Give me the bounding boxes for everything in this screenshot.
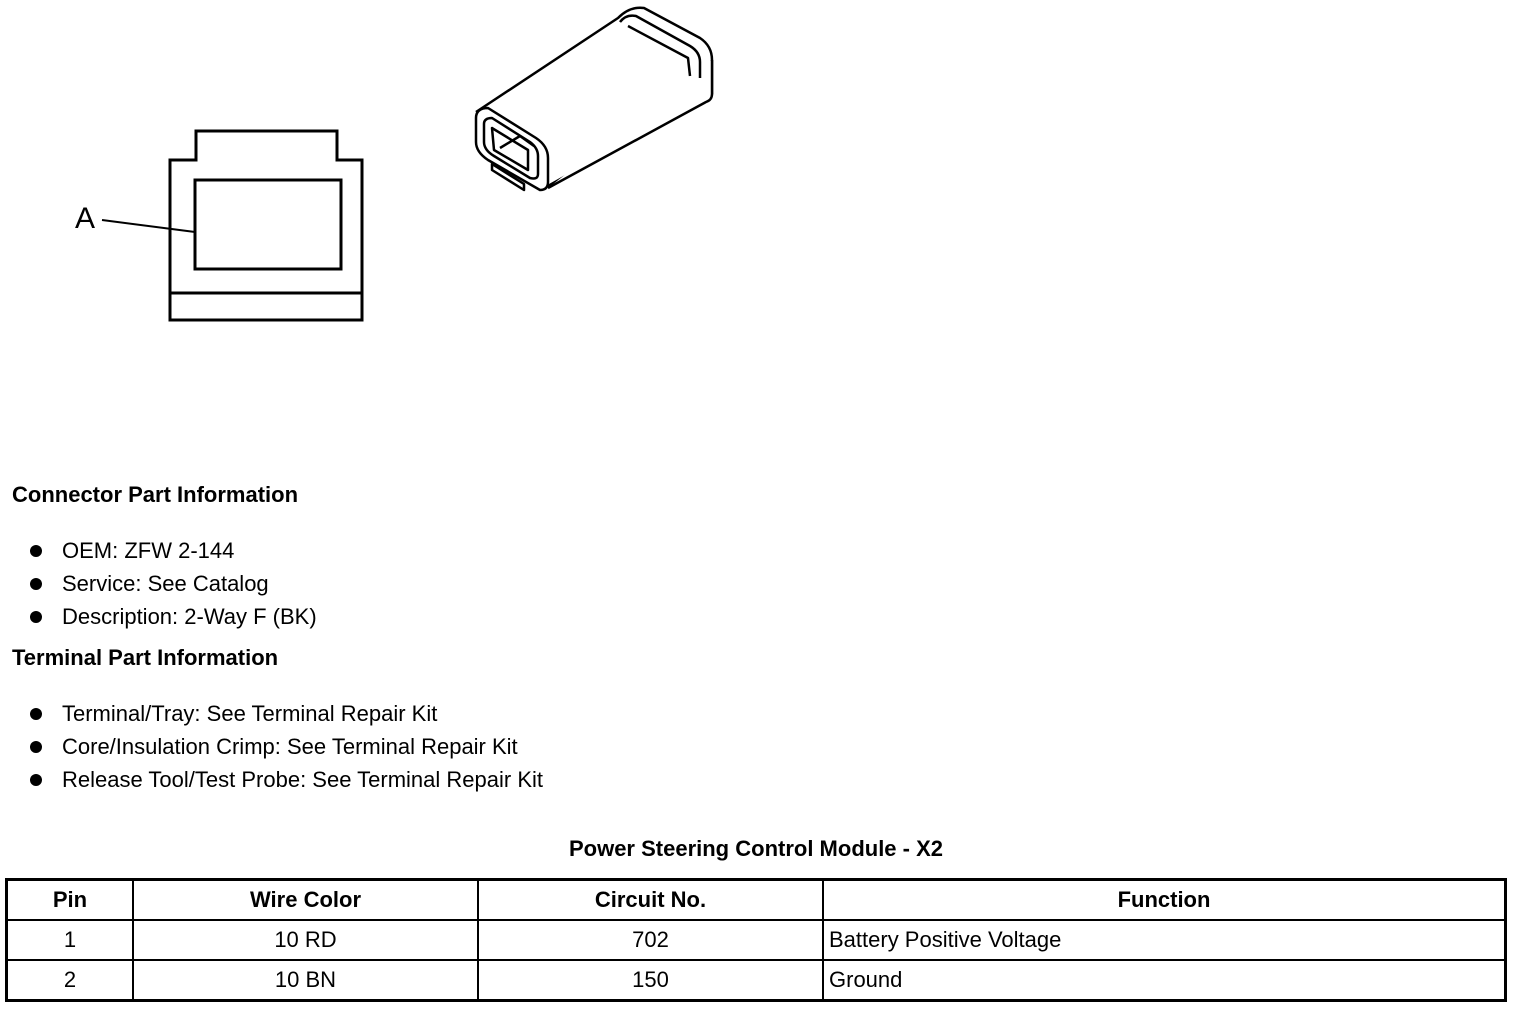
cell-pin: 2 [5, 959, 134, 1002]
callout-a: A [75, 202, 196, 235]
table-header-row: Pin Wire Color Circuit No. Function [5, 878, 1507, 921]
cell-function: Ground [822, 959, 1507, 1002]
bullet-icon [30, 741, 42, 753]
connector-face-view [168, 129, 364, 322]
bullet-icon [30, 611, 42, 623]
connector-info-list: OEM: ZFW 2-144 Service: See Catalog Desc… [0, 534, 317, 633]
connector-info-heading: Connector Part Information [12, 482, 299, 507]
cell-function: Battery Positive Voltage [822, 919, 1507, 961]
list-item-text: Terminal/Tray: See Terminal Repair Kit [62, 701, 438, 726]
connector-illustration: A [75, 6, 714, 322]
bullet-icon [30, 578, 42, 590]
table-row: 1 10 RD 702 Battery Positive Voltage [5, 919, 1507, 961]
list-item: Core/Insulation Crimp: See Terminal Repa… [0, 730, 543, 763]
pin-table: Pin Wire Color Circuit No. Function 1 10… [5, 878, 1507, 1002]
cell-pin: 1 [5, 919, 134, 961]
terminal-info-list: Terminal/Tray: See Terminal Repair Kit C… [0, 697, 543, 796]
list-item: Release Tool/Test Probe: See Terminal Re… [0, 763, 543, 796]
header-function: Function [822, 878, 1507, 921]
cell-wire-color: 10 BN [132, 959, 479, 1002]
cell-wire-color: 10 RD [132, 919, 479, 961]
bullet-icon [30, 708, 42, 720]
header-circuit: Circuit No. [477, 878, 824, 921]
connector-isometric-view [474, 6, 714, 192]
list-item-text: OEM: ZFW 2-144 [62, 538, 235, 563]
list-item-text: Release Tool/Test Probe: See Terminal Re… [62, 767, 543, 792]
bullet-icon [30, 545, 42, 557]
list-item: Service: See Catalog [0, 567, 317, 600]
list-item-text: Service: See Catalog [62, 571, 269, 596]
list-item: OEM: ZFW 2-144 [0, 534, 317, 567]
header-wire-color: Wire Color [132, 878, 479, 921]
header-pin: Pin [5, 878, 134, 921]
list-item-text: Description: 2-Way F (BK) [62, 604, 317, 629]
table-row: 2 10 BN 150 Ground [5, 959, 1507, 1002]
list-item-text: Core/Insulation Crimp: See Terminal Repa… [62, 734, 518, 759]
list-item: Description: 2-Way F (BK) [0, 600, 317, 633]
pin-table-title: Power Steering Control Module - X2 [568, 836, 944, 861]
cell-circuit: 702 [477, 919, 824, 961]
cell-circuit: 150 [477, 959, 824, 1002]
callout-label: A [75, 202, 95, 235]
list-item: Terminal/Tray: See Terminal Repair Kit [0, 697, 543, 730]
terminal-info-heading: Terminal Part Information [12, 645, 279, 670]
bullet-icon [30, 774, 42, 786]
